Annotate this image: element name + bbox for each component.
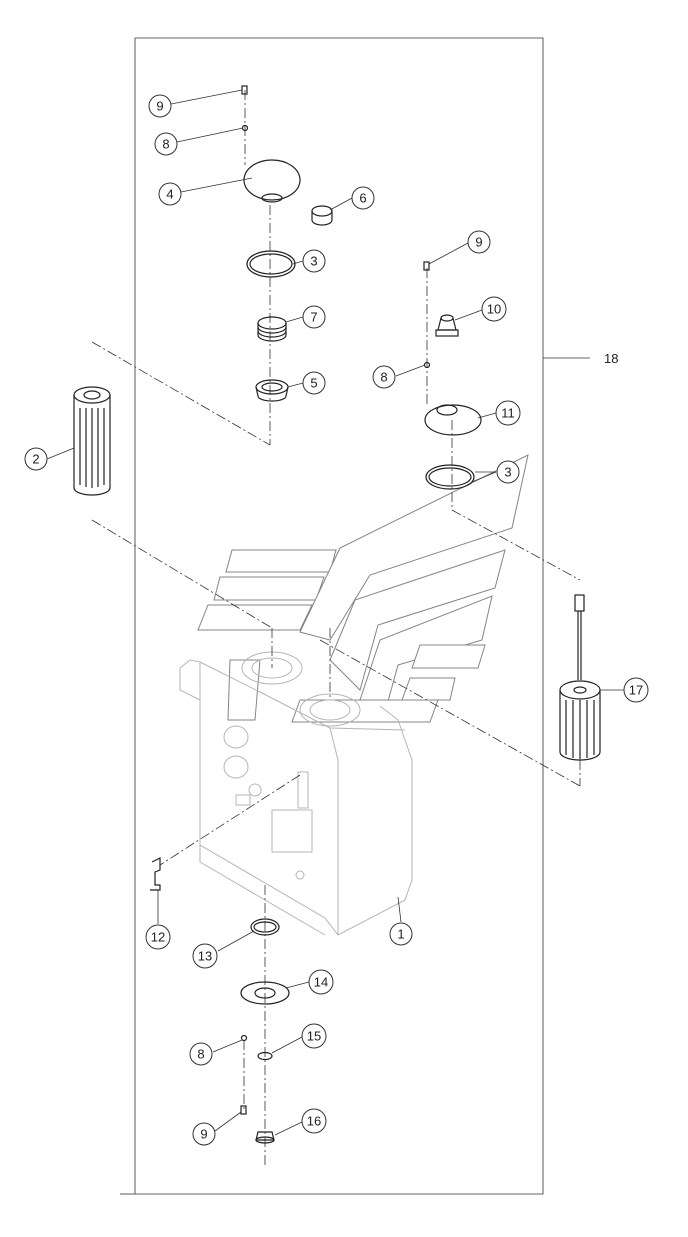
spring-7 — [257, 316, 287, 330]
bolt-9-top — [241, 85, 248, 95]
explode-lines — [91, 90, 581, 1165]
bolt-9-bottom — [240, 1105, 247, 1115]
svg-text:9: 9 — [200, 1127, 207, 1142]
callout-6: 6 — [351, 186, 375, 210]
filter-17 — [559, 594, 601, 761]
svg-text:12: 12 — [151, 930, 165, 945]
svg-text:9: 9 — [475, 235, 482, 250]
svg-text:1: 1 — [397, 927, 404, 942]
cover-4 — [243, 159, 301, 201]
svg-text:8: 8 — [197, 1047, 204, 1062]
frame-label-18: 18 — [604, 351, 618, 366]
o-ring-15 — [257, 1051, 273, 1061]
svg-text:17: 17 — [629, 683, 643, 698]
callout-12: 12 — [145, 924, 171, 950]
leader-lines — [46, 89, 624, 1136]
cover-plate-11 — [424, 404, 482, 436]
callout-7: 7 — [302, 305, 326, 329]
callout-1: 1 — [389, 922, 413, 946]
svg-text:11: 11 — [501, 406, 515, 421]
callout-8: 8 — [189, 1042, 213, 1066]
o-ring-13 — [250, 918, 280, 936]
callout-11: 11 — [495, 400, 521, 426]
svg-text:7: 7 — [310, 310, 317, 325]
callout-17: 17 — [623, 677, 649, 703]
hydraulic-tank — [179, 651, 413, 936]
breather-cap-10 — [435, 314, 459, 337]
callout-15: 15 — [301, 1023, 327, 1049]
svg-text:3: 3 — [504, 465, 511, 480]
callout-4: 4 — [158, 182, 182, 206]
svg-text:9: 9 — [156, 99, 163, 114]
callout-2: 2 — [24, 447, 48, 471]
callout-9: 9 — [192, 1122, 216, 1146]
watermark-logo — [197, 454, 529, 723]
svg-text:3: 3 — [310, 254, 317, 269]
svg-text:13: 13 — [198, 949, 212, 964]
callout-9: 9 — [148, 94, 172, 118]
callout-3: 3 — [496, 460, 520, 484]
bolt-9-right — [423, 261, 430, 271]
callouts: 9 8 4 6 3 7 5 2 9 10 8 11 3 17 12 13 1 1… — [24, 94, 649, 1146]
svg-text:10: 10 — [487, 302, 501, 317]
parts — [73, 85, 601, 1144]
svg-text:14: 14 — [314, 975, 328, 990]
callout-8: 8 — [372, 365, 396, 389]
callout-16: 16 — [301, 1108, 327, 1134]
svg-text:4: 4 — [166, 187, 173, 202]
filter-element-2 — [73, 386, 111, 496]
callout-3: 3 — [302, 249, 326, 273]
bracket-12 — [150, 857, 161, 891]
o-ring-3-right — [425, 464, 475, 490]
washer-8-bottom — [240, 1034, 248, 1042]
svg-text:15: 15 — [307, 1029, 321, 1044]
callout-8: 8 — [154, 132, 178, 156]
callout-10: 10 — [481, 296, 507, 322]
sleeve-6 — [311, 205, 333, 217]
flange-14 — [240, 981, 290, 1005]
svg-text:6: 6 — [359, 191, 366, 206]
svg-text:2: 2 — [32, 452, 39, 467]
callout-9: 9 — [467, 230, 491, 254]
svg-text:8: 8 — [380, 370, 387, 385]
callout-13: 13 — [192, 943, 218, 969]
svg-text:8: 8 — [162, 137, 169, 152]
svg-text:5: 5 — [310, 376, 317, 391]
svg-text:16: 16 — [307, 1114, 321, 1129]
drain-plug-16 — [255, 1131, 275, 1144]
callout-5: 5 — [302, 371, 326, 395]
callout-14: 14 — [308, 969, 334, 995]
assembly-frame: 18 — [120, 37, 618, 1195]
seat-5 — [255, 379, 289, 395]
o-ring-3-top — [246, 250, 296, 278]
